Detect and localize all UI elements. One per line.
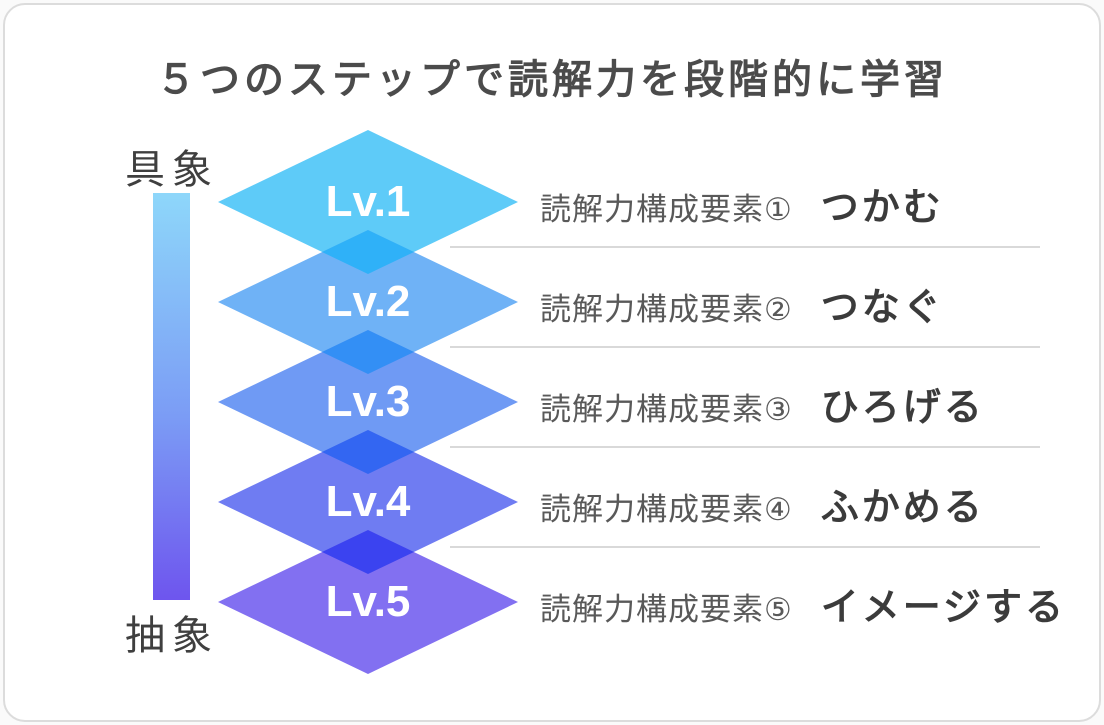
level-label: Lv.3	[325, 377, 411, 426]
element-label: 読解力構成要素④	[540, 492, 793, 527]
row-divider	[450, 246, 1040, 248]
element-label: 読解力構成要素①	[540, 192, 793, 227]
row-divider	[450, 446, 1040, 448]
level-label: Lv.1	[325, 177, 411, 226]
level-label: Lv.5	[325, 577, 411, 626]
level-row: 読解力構成要素③ ひろげる	[540, 376, 1060, 431]
element-keyword: つなぐ	[820, 287, 944, 329]
infographic-card: ５つのステップで読解力を段階的に学習 具象 抽象 Lv.1 Lv.2 Lv.3 …	[3, 3, 1101, 722]
element-label: 読解力構成要素②	[540, 292, 793, 327]
page-title: ５つのステップで読解力を段階的に学習	[156, 58, 948, 102]
level-row: 読解力構成要素⑤ イメージする	[540, 576, 1063, 631]
element-keyword: イメージする	[820, 587, 1067, 629]
element-keyword: つかむ	[820, 187, 944, 229]
element-label: 読解力構成要素⑤	[540, 592, 793, 627]
element-label: 読解力構成要素③	[540, 392, 793, 427]
element-keyword: ふかめる	[820, 487, 985, 529]
row-divider	[450, 346, 1040, 348]
level-row: 読解力構成要素② つなぐ	[540, 276, 1060, 331]
axis-concrete-label: 具象	[125, 148, 219, 192]
row-divider	[450, 546, 1040, 548]
level-row: 読解力構成要素④ ふかめる	[540, 476, 1060, 531]
level-row: 読解力構成要素① つかむ	[540, 176, 1060, 231]
level-label: Lv.2	[325, 277, 411, 326]
axis-abstract-label: 抽象	[125, 614, 219, 658]
axis-gradient-bar	[153, 193, 190, 600]
level-label: Lv.4	[325, 477, 411, 526]
element-keyword: ひろげる	[820, 387, 985, 429]
